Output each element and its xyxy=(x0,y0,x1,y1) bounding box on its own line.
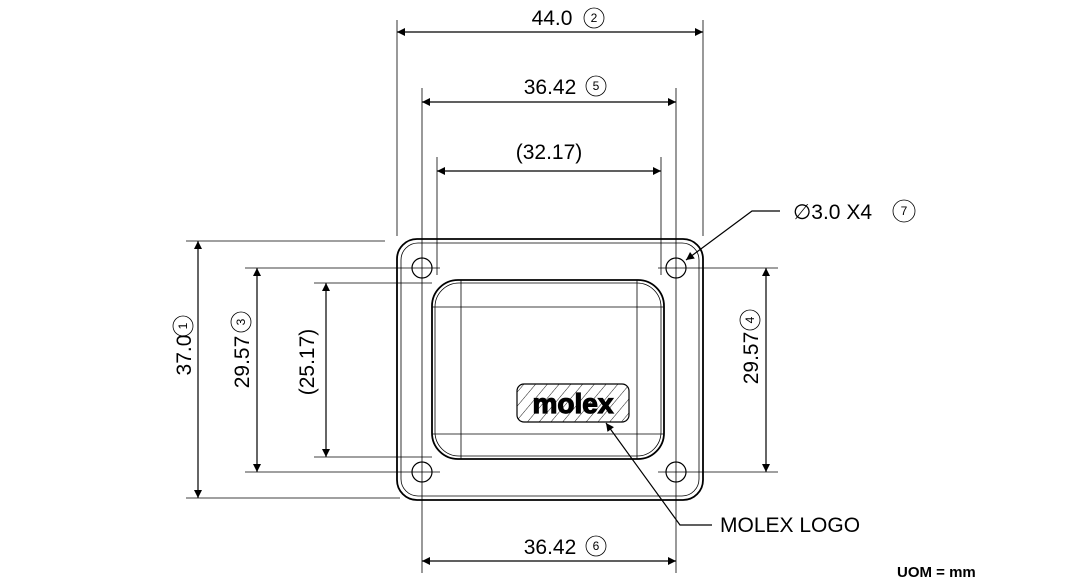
balloon: 3 xyxy=(234,318,248,325)
svg-text:(32.17): (32.17) xyxy=(516,141,583,164)
svg-text:29.57: 29.57 xyxy=(231,336,254,389)
svg-text:36.42: 36.42 xyxy=(524,536,577,559)
dim-hole-callout: ∅3.0 X4 7 xyxy=(793,199,916,224)
units-note: UOM = mm xyxy=(897,564,976,578)
balloon: 7 xyxy=(901,204,908,218)
svg-text:37.0: 37.0 xyxy=(173,335,196,376)
logo-text: molex xyxy=(533,388,614,419)
svg-text:36.42: 36.42 xyxy=(524,76,577,99)
molex-logo: molex xyxy=(516,383,630,423)
svg-text:29.57: 29.57 xyxy=(740,332,763,385)
balloon: 4 xyxy=(743,316,757,323)
recess-outline xyxy=(431,279,665,460)
dim-hole-spacing-left: 29.57 3 xyxy=(230,311,254,389)
dim-recess-width: (32.17) xyxy=(516,141,583,164)
extension-lines xyxy=(186,20,778,573)
mounting-holes xyxy=(411,257,687,483)
balloon: 1 xyxy=(176,322,190,329)
svg-text:44.0: 44.0 xyxy=(532,7,573,30)
dim-overall-height: 37.0 1 xyxy=(172,315,196,376)
balloon: 2 xyxy=(591,11,598,25)
dim-hole-spacing-top: 36.42 5 xyxy=(524,75,607,99)
balloon: 5 xyxy=(593,79,600,93)
dim-hole-spacing-right: 29.57 4 xyxy=(739,309,763,385)
dim-hole-spacing-bottom: 36.42 6 xyxy=(524,535,607,559)
logo-callout: MOLEX LOGO xyxy=(720,514,860,537)
flange-outline xyxy=(396,238,704,501)
dim-recess-height: (25.17) xyxy=(296,329,319,396)
svg-text:∅3.0 X4: ∅3.0 X4 xyxy=(793,201,872,224)
dimension-lines xyxy=(194,28,780,565)
dim-overall-width: 44.0 2 xyxy=(532,7,605,30)
balloon: 6 xyxy=(593,539,600,553)
svg-text:(25.17): (25.17) xyxy=(296,329,319,396)
